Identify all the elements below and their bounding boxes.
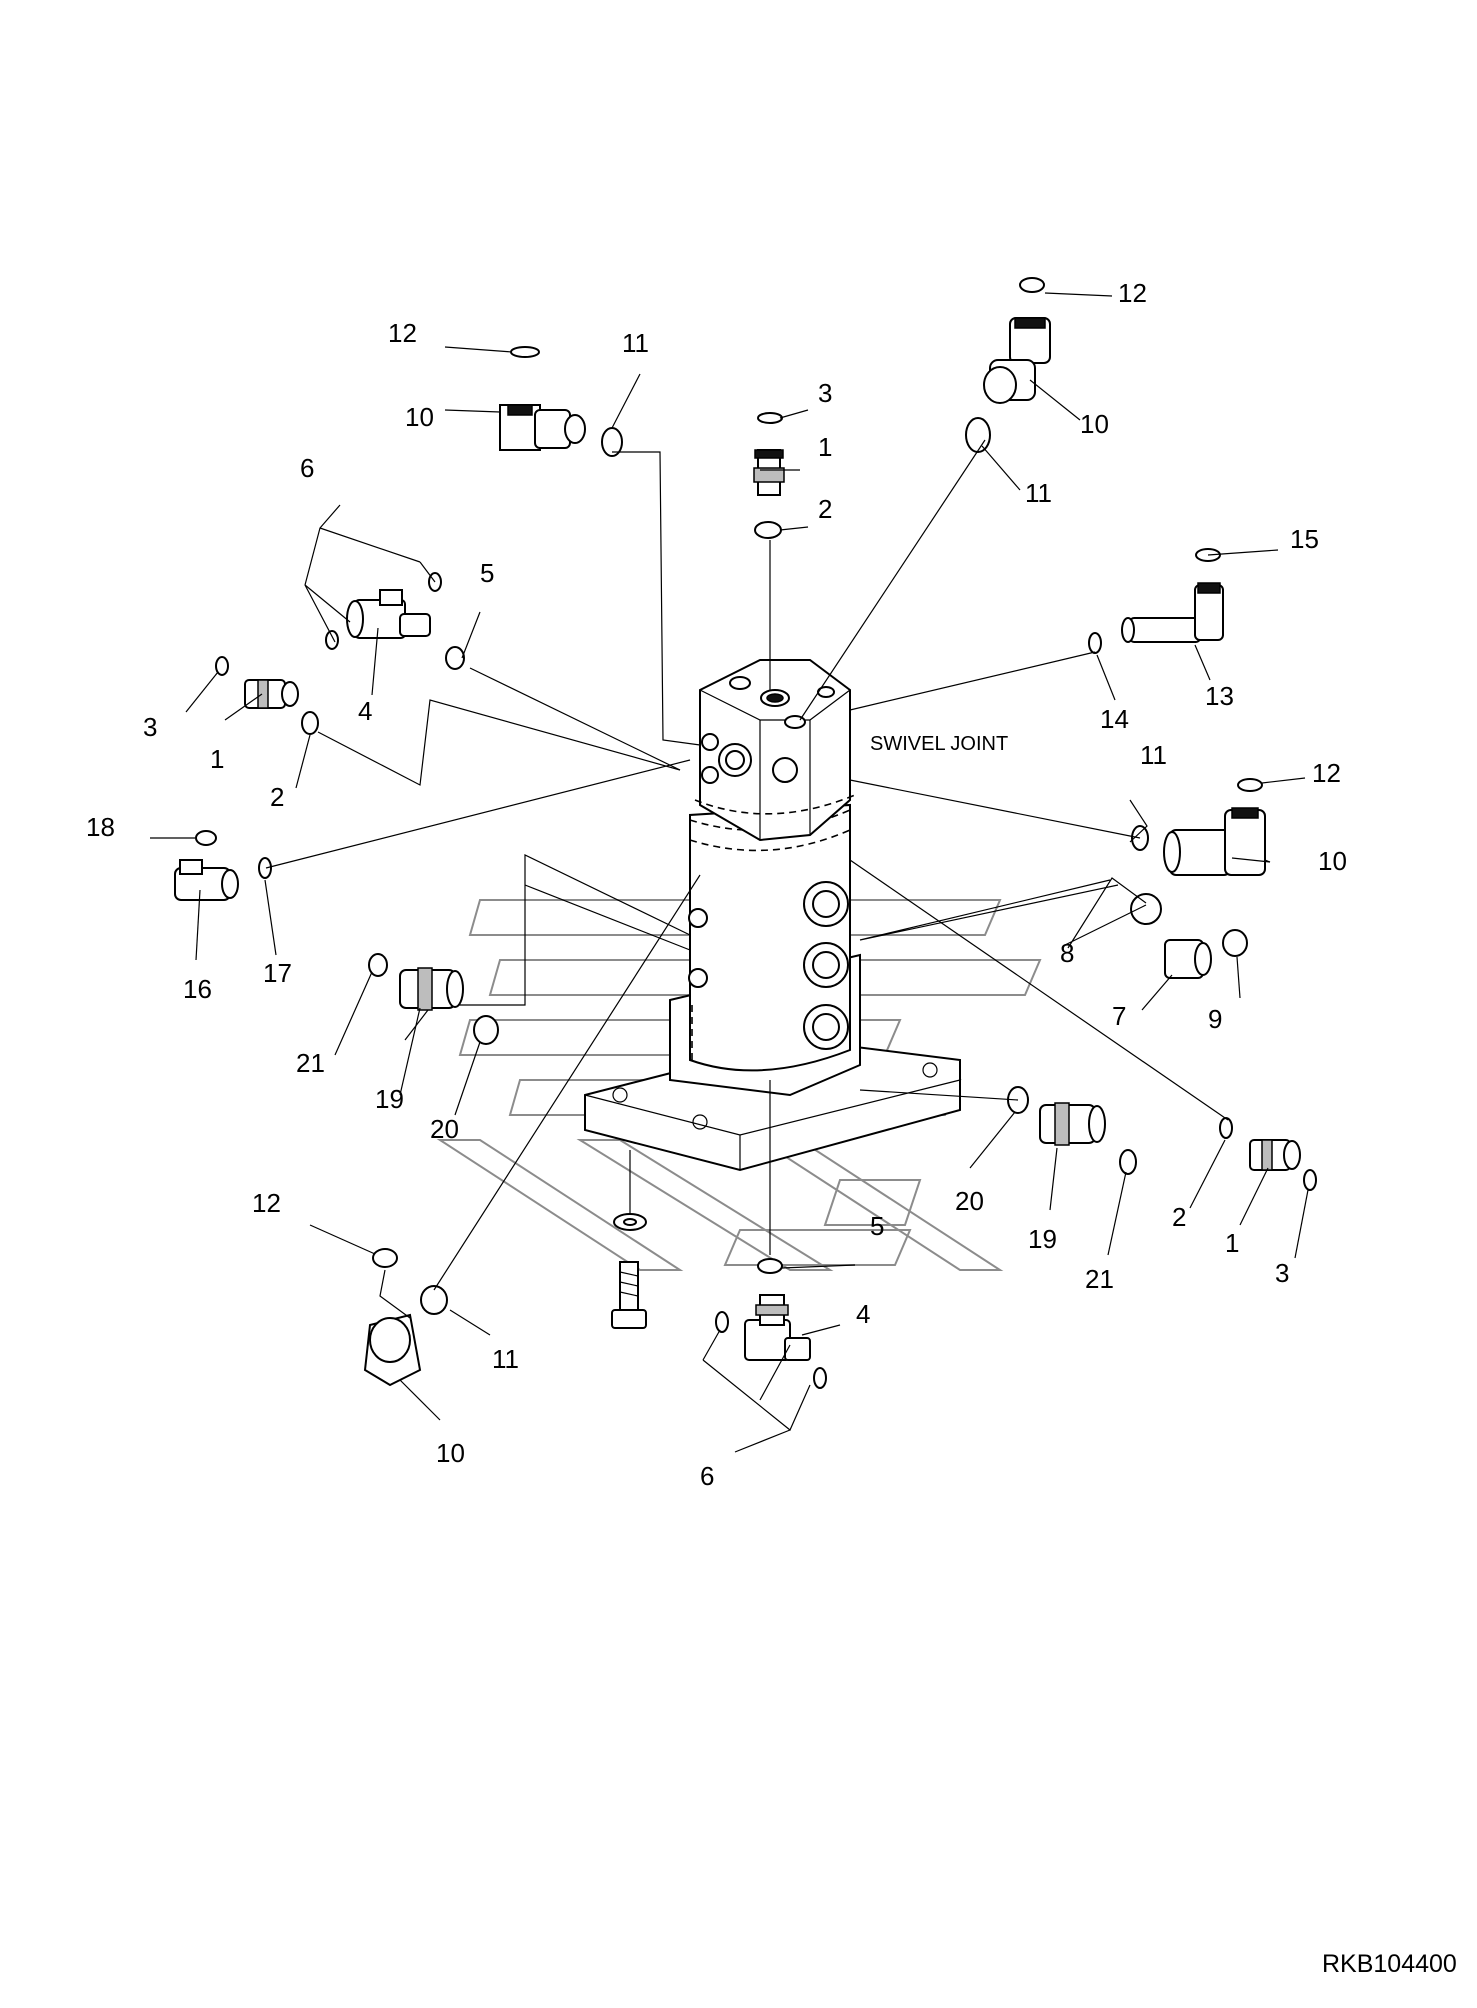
callout-18: 18	[86, 812, 115, 842]
callout-numbers: 12 11 10 3 1 2 6 5 4 3 1 2 18 16 17 21 1…	[86, 278, 1347, 1491]
callout-20: 20	[955, 1186, 984, 1216]
callout-14: 14	[1100, 704, 1129, 734]
callout-20: 20	[430, 1114, 459, 1144]
callout-3: 3	[1275, 1258, 1289, 1288]
callout-2: 2	[818, 494, 832, 524]
callout-3: 3	[818, 378, 832, 408]
callout-6: 6	[700, 1461, 714, 1491]
callout-12: 12	[1312, 758, 1341, 788]
callout-12: 12	[252, 1188, 281, 1218]
callout-1: 1	[1225, 1228, 1239, 1258]
callout-19: 19	[375, 1084, 404, 1114]
callout-8: 8	[1060, 938, 1074, 968]
callout-4: 4	[358, 696, 372, 726]
swivel-joint-label: SWIVEL JOINT	[870, 733, 1008, 755]
callout-10: 10	[1318, 846, 1347, 876]
swivel-joint-body	[584, 659, 961, 1329]
callout-5: 5	[870, 1211, 884, 1241]
callout-1: 1	[818, 432, 832, 462]
callout-17: 17	[263, 958, 292, 988]
callout-2: 2	[270, 782, 284, 812]
callout-4: 4	[856, 1299, 870, 1329]
o-rings	[195, 277, 1317, 1389]
leader-lines	[150, 292, 1309, 1453]
callout-3: 3	[143, 712, 157, 742]
callout-13: 13	[1205, 681, 1234, 711]
callout-19: 19	[1028, 1224, 1057, 1254]
callout-12: 12	[388, 318, 417, 348]
callout-10: 10	[1080, 409, 1109, 439]
drawing-code: RKB104400	[1322, 1950, 1457, 1978]
callout-21: 21	[1085, 1264, 1114, 1294]
callout-9: 9	[1208, 1004, 1222, 1034]
callout-21: 21	[296, 1048, 325, 1078]
callout-10: 10	[436, 1438, 465, 1468]
callout-6: 6	[300, 453, 314, 483]
callout-2: 2	[1172, 1202, 1186, 1232]
callout-5: 5	[480, 558, 494, 588]
callout-7: 7	[1112, 1001, 1126, 1031]
callout-16: 16	[183, 974, 212, 1004]
callout-11: 11	[1140, 740, 1167, 770]
callout-15: 15	[1290, 524, 1319, 554]
callout-1: 1	[210, 744, 224, 774]
callout-11: 11	[622, 328, 649, 358]
callout-10: 10	[405, 402, 434, 432]
callout-12: 12	[1118, 278, 1147, 308]
callout-11: 11	[492, 1344, 519, 1374]
callout-11: 11	[1025, 478, 1052, 508]
fittings	[174, 317, 1301, 1387]
